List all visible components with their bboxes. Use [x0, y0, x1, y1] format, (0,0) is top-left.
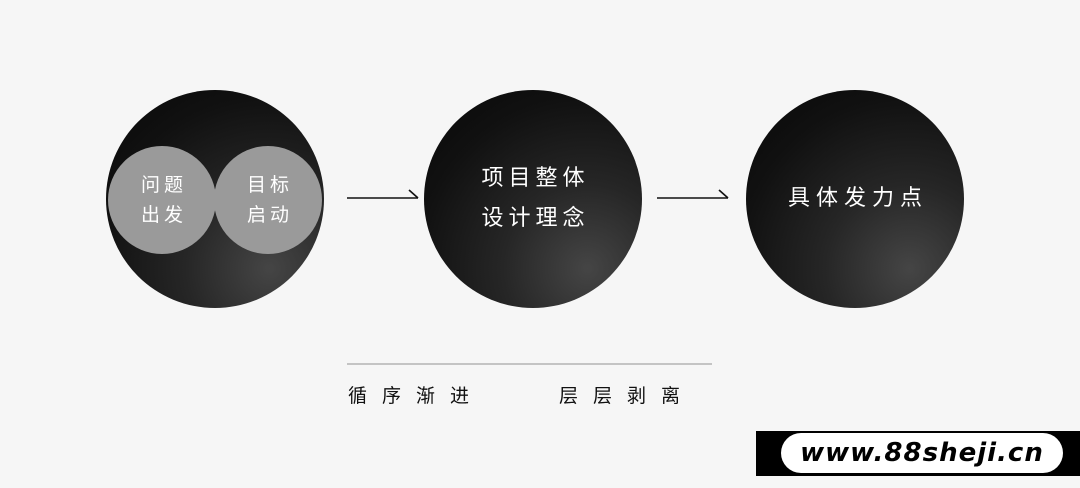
step-2-circle — [424, 90, 642, 308]
problem-start-bubble: 问题 出发 — [108, 146, 216, 254]
caption-progressive: 循序渐进 — [348, 384, 485, 407]
caption-layered: 层层剥离 — [559, 384, 696, 407]
arrow-right-icon — [657, 189, 729, 199]
goal-start-line-2: 启动 — [246, 204, 293, 226]
watermark-text: www.88sheji.cn — [781, 433, 1063, 473]
design-concept-line-1: 项目整体 — [481, 166, 590, 191]
goal-start-bubble: 目标 启动 — [214, 146, 322, 254]
step-3-circle — [746, 90, 964, 308]
design-concept-label: 项目整体 设计理念 — [424, 90, 642, 308]
arrow-right-icon — [347, 189, 419, 199]
focus-point-label: 具体发力点 — [746, 90, 964, 308]
problem-start-line-2: 出发 — [140, 204, 187, 226]
design-concept-line-2: 设计理念 — [481, 206, 590, 231]
problem-start-line-1: 问题 — [140, 174, 187, 196]
caption-divider — [347, 363, 712, 365]
focus-point-text: 具体发力点 — [787, 186, 928, 211]
goal-start-line-1: 目标 — [246, 174, 293, 196]
